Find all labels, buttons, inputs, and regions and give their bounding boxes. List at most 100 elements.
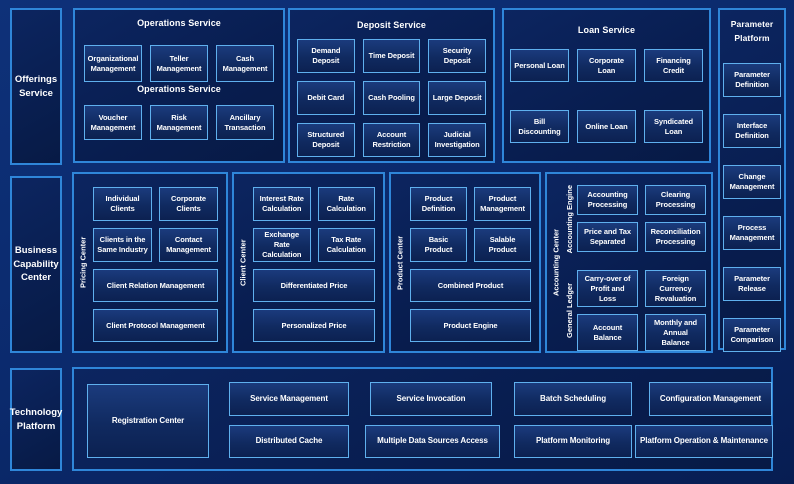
- box-corporate-clients: Corporate Clients: [159, 187, 218, 221]
- box-individual-clients: Individual Clients: [93, 187, 152, 221]
- loan-box-bill-discounting: Bill Discounting: [510, 110, 569, 143]
- operations-box-ancillary-transaction: Ancillary Transaction: [216, 105, 274, 140]
- deposit-box-structured-deposit: Structured Deposit: [297, 123, 355, 157]
- client-center-row-2: Exchange Rate Calculation Tax Rate Calcu…: [253, 228, 375, 262]
- product-center-panel: Product Center Product Definition Produc…: [389, 172, 541, 353]
- accounting-center-panel: Accounting Center Accounting Engine Acco…: [545, 172, 713, 353]
- operations-box-teller-management: Teller Management: [150, 45, 208, 82]
- deposit-box-time-deposit: Time Deposit: [362, 39, 421, 73]
- client-center-vertical-label: Client Center: [238, 239, 248, 286]
- operations-box-cash-management: Cash Management: [216, 45, 274, 82]
- parameter-box-parameter-comparison: Parameter Comparison: [723, 317, 781, 352]
- client-center-row-1: Interest Rate Calculation Rate Calculati…: [253, 187, 375, 221]
- product-center-row-1: Product Definition Product Management: [410, 187, 531, 221]
- business-capability-center-text: Business Capability Center: [13, 244, 59, 284]
- loan-box-financing-credit: Financing Credit: [644, 49, 703, 82]
- accounting-engine-group: Accounting Engine Accounting Processing …: [562, 185, 706, 253]
- loan-service-title: Loan Service: [577, 25, 636, 35]
- box-clearing-processing: Clearing Processing: [645, 185, 706, 215]
- box-accounting-processing: Accounting Processing: [577, 185, 638, 215]
- loan-box-syndicated-loan: Syndicated Loan: [644, 110, 703, 143]
- pricing-center-vertical-label: Pricing Center: [78, 236, 88, 289]
- box-service-management: Service Management: [229, 382, 349, 416]
- box-foreign-currency-revaluation: Foreign Currency Revaluation: [645, 270, 706, 308]
- operations-box-risk-management: Risk Management: [150, 105, 208, 140]
- general-ledger-group: General Ledger Carry-over of Profit and …: [562, 270, 706, 352]
- product-center-vertical-label: Product Center: [395, 235, 405, 290]
- box-tax-rate-calculation: Tax Rate Calculation: [317, 228, 375, 262]
- box-contact-management: Contact Management: [159, 228, 218, 262]
- loan-box-corporate-loan: Corporate Loan: [577, 49, 636, 82]
- box-carry-over-of-profit-and-loss: Carry-over of Profit and Loss: [577, 270, 638, 308]
- box-salable-product: Salable Product: [474, 228, 531, 262]
- box-multiple-data-sources-access: Multiple Data Sources Access: [365, 425, 500, 458]
- box-registration-center: Registration Center: [87, 384, 209, 458]
- box-product-management: Product Management: [474, 187, 531, 221]
- box-exchange-rate-calculation: Exchange Rate Calculation: [253, 228, 311, 262]
- client-center-content: Interest Rate Calculation Rate Calculati…: [252, 174, 383, 351]
- parameter-box-parameter-release: Parameter Release: [723, 266, 781, 301]
- box-basic-product: Basic Product: [410, 228, 467, 262]
- box-product-engine: Product Engine: [410, 309, 531, 342]
- operations-row-1: Organizational Management Teller Managem…: [75, 45, 283, 82]
- pricing-center-row-2: Clients in the Same Industry Contact Man…: [93, 228, 218, 262]
- operations-row-2: Voucher Management Risk Management Ancil…: [75, 105, 283, 140]
- box-price-and-tax-separated: Price and Tax Separated: [577, 222, 638, 252]
- box-clients-in-same-industry: Clients in the Same Industry: [93, 228, 152, 262]
- box-batch-scheduling: Batch Scheduling: [514, 382, 632, 416]
- pricing-center-row-1: Individual Clients Corporate Clients: [93, 187, 218, 221]
- parameter-platform-title: Parameter Platform: [731, 17, 773, 46]
- offerings-service-label: Offerings Service: [10, 8, 62, 165]
- technology-platform-panel: Registration Center Service Management S…: [72, 367, 773, 471]
- box-personalized-price: Personalized Price: [253, 309, 375, 342]
- pricing-center-panel: Pricing Center Individual Clients Corpor…: [72, 172, 228, 353]
- technology-platform-text: Technology Platform: [9, 406, 63, 432]
- box-distributed-cache: Distributed Cache: [229, 425, 349, 458]
- box-client-protocol-management: Client Protocol Management: [93, 309, 218, 342]
- operations-box-organizational-management: Organizational Management: [84, 45, 142, 82]
- operations-service-title: Operations Service: [137, 18, 221, 28]
- box-differentiated-price: Differentiated Price: [253, 269, 375, 302]
- box-client-relation-management: Client Relation Management: [93, 269, 218, 302]
- loan-row-2: Bill Discounting Online Loan Syndicated …: [504, 110, 709, 143]
- accounting-engine-vertical-label: Accounting Engine: [564, 185, 574, 254]
- technology-platform-label: Technology Platform: [10, 368, 62, 471]
- product-center-row-2: Basic Product Salable Product: [410, 228, 531, 262]
- box-reconciliation-processing: Reconciliation Processing: [645, 222, 706, 252]
- deposit-service-panel: Deposit Service Demand Deposit Time Depo…: [288, 8, 495, 163]
- business-capability-center-label: Business Capability Center: [10, 176, 62, 353]
- operations-box-voucher-management: Voucher Management: [84, 105, 142, 140]
- deposit-service-title: Deposit Service: [356, 20, 427, 30]
- operations-service-subtitle: Operations Service: [137, 84, 221, 94]
- box-product-definition: Product Definition: [410, 187, 467, 221]
- box-monthly-and-annual-balance: Monthly and Annual Balance: [645, 314, 706, 352]
- operations-service-panel: Operations Service Organizational Manage…: [73, 8, 285, 163]
- box-combined-product: Combined Product: [410, 269, 531, 302]
- accounting-center-vertical-label: Accounting Center: [551, 228, 561, 297]
- loan-box-online-loan: Online Loan: [577, 110, 636, 143]
- parameter-box-parameter-definition: Parameter Definition: [723, 62, 781, 97]
- box-platform-monitoring: Platform Monitoring: [514, 425, 632, 458]
- parameter-platform-title-line2: Platform: [734, 33, 770, 44]
- loan-row-1: Personal Loan Corporate Loan Financing C…: [504, 49, 709, 82]
- box-rate-calculation: Rate Calculation: [317, 187, 375, 221]
- deposit-box-debit-card: Debit Card: [297, 81, 355, 115]
- box-account-balance: Account Balance: [577, 314, 638, 352]
- parameter-platform-title-line1: Parameter: [730, 19, 774, 29]
- general-ledger-grid: Carry-over of Profit and Loss Foreign Cu…: [577, 270, 706, 352]
- box-configuration-management: Configuration Management: [649, 382, 772, 416]
- parameter-box-interface-definition: Interface Definition: [723, 113, 781, 148]
- accounting-center-groups: Accounting Engine Accounting Processing …: [562, 174, 706, 352]
- parameter-platform-panel: Parameter Platform Parameter Definition …: [718, 8, 786, 352]
- client-center-panel: Client Center Interest Rate Calculation …: [232, 172, 385, 353]
- deposit-box-cash-pooling: Cash Pooling: [362, 81, 421, 115]
- product-center-content: Product Definition Product Management Ba…: [409, 174, 539, 351]
- box-interest-rate-calculation: Interest Rate Calculation: [253, 187, 311, 221]
- offerings-service-text: Offerings Service: [14, 73, 58, 99]
- box-platform-operation-maintenance: Platform Operation & Maintenance: [635, 425, 773, 458]
- parameter-box-change-management: Change Management: [723, 164, 781, 199]
- box-service-invocation: Service Invocation: [370, 382, 492, 416]
- parameter-box-process-management: Process Management: [723, 215, 781, 250]
- deposit-box-judicial-investigation: Judicial Investigation: [428, 123, 486, 157]
